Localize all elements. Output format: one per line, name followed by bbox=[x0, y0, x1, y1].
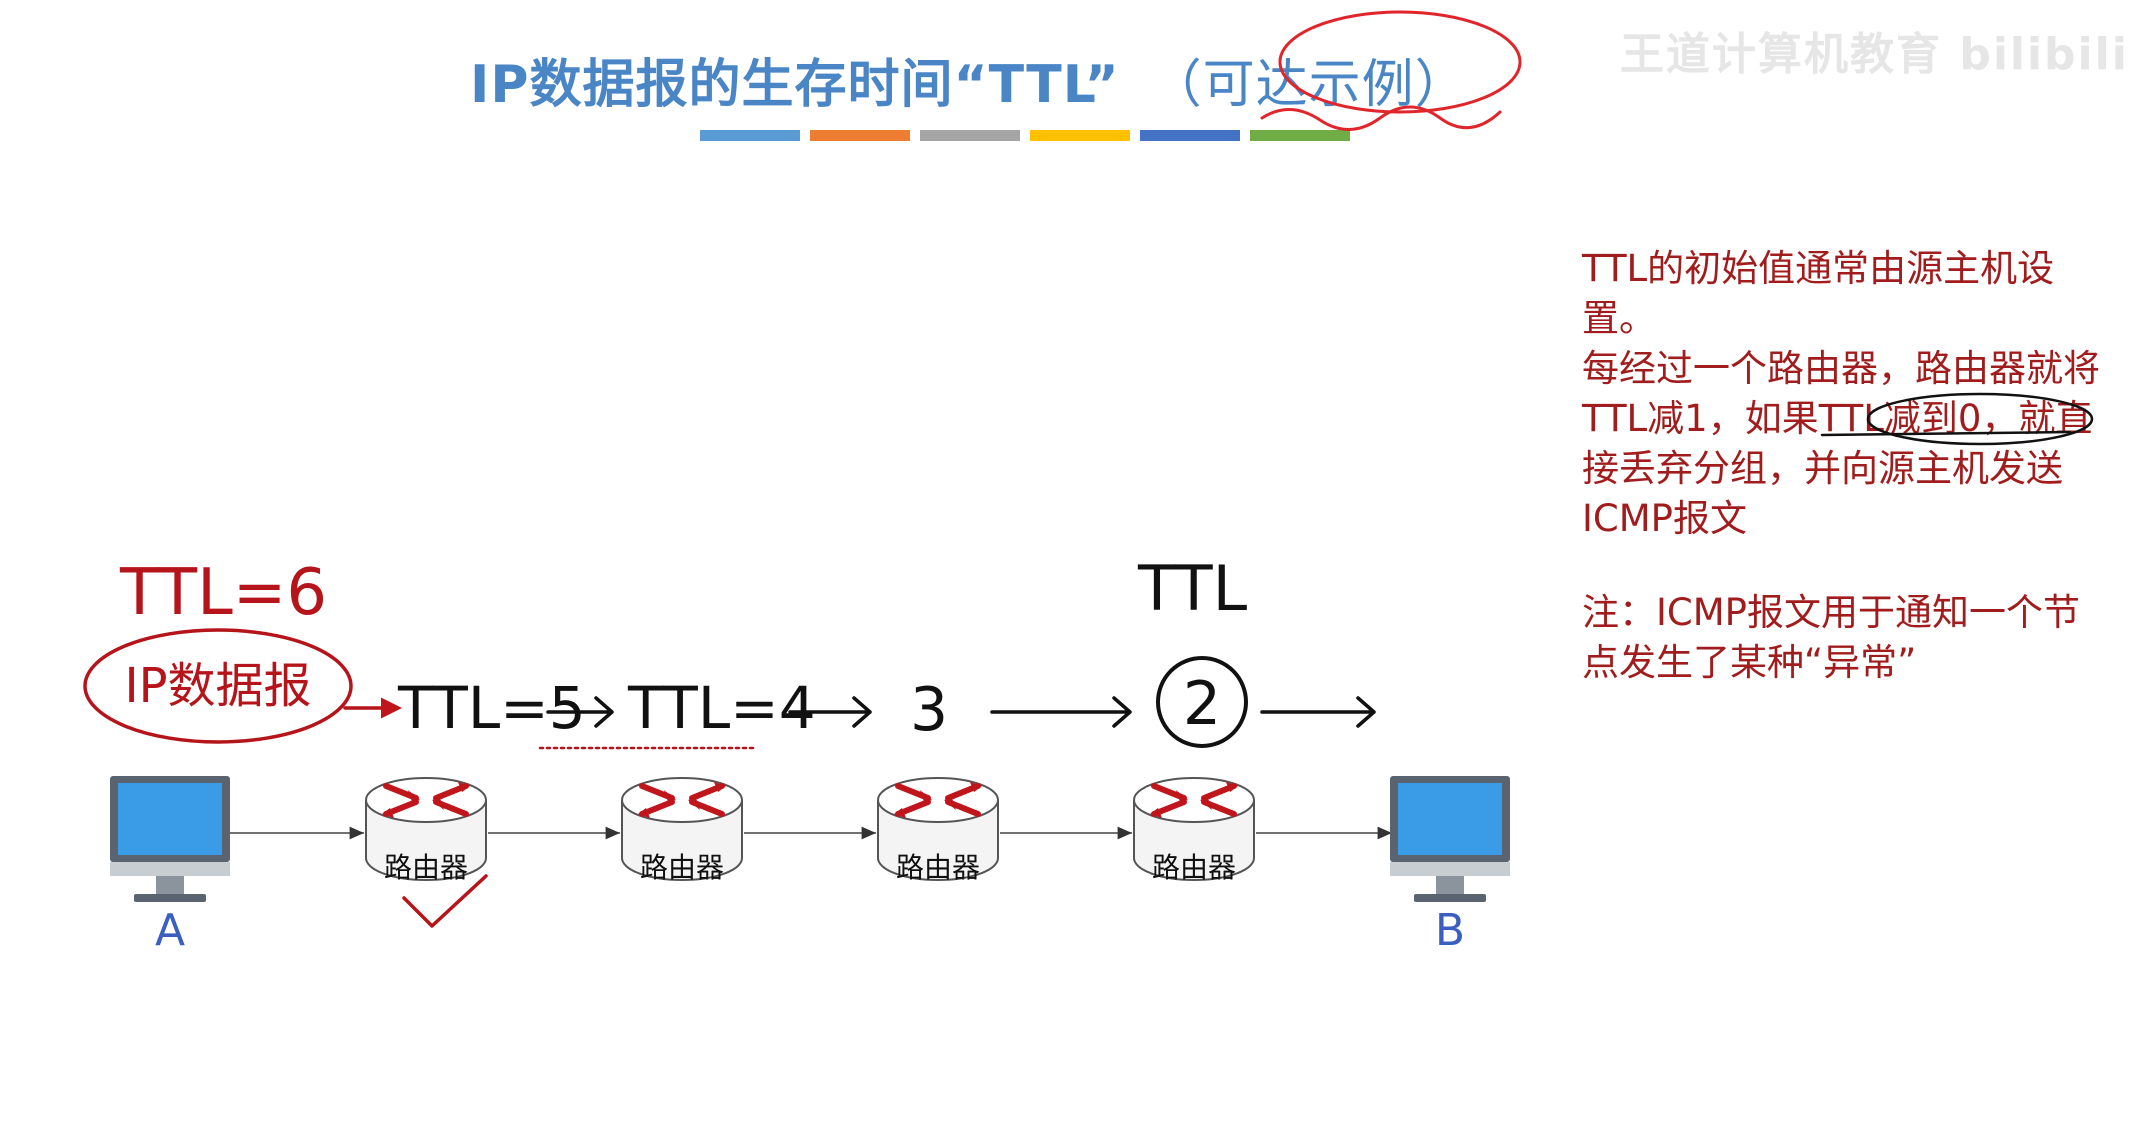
note-paragraph-3: 注：ICMP报文用于通知一个节点发生了某种“异常” bbox=[1582, 591, 2080, 684]
host-b-label: B bbox=[1435, 905, 1465, 956]
router-1: 路由器 bbox=[366, 778, 486, 884]
router-3: 路由器 bbox=[878, 778, 998, 884]
color-bar bbox=[810, 130, 910, 141]
arrow-icon bbox=[990, 696, 1132, 728]
note-icmp: 注：ICMP报文用于通知一个节点发生了某种“异常” bbox=[1582, 588, 2102, 688]
title-color-bars bbox=[700, 130, 1350, 141]
color-bar bbox=[1250, 130, 1350, 141]
arrow-icon bbox=[788, 696, 872, 728]
handwritten-annotations: TTL=6 IP数据报 TTL=5 TTL=4 3 TTL 2 bbox=[83, 10, 2094, 928]
watermark: 王道计算机教育 bilibili bbox=[1620, 29, 2129, 80]
ttl-after-router-3: 3 bbox=[910, 675, 948, 745]
note-paragraph-1: TTL的初始值通常由源主机设置。 bbox=[1582, 247, 2055, 340]
page-title: IP数据报的生存时间“TTL” （可达示例） bbox=[470, 42, 1468, 122]
ttl-initial-value: TTL=6 bbox=[119, 556, 327, 630]
color-bar bbox=[1030, 130, 1130, 141]
host-a: A bbox=[110, 776, 230, 956]
router-label: 路由器 bbox=[896, 851, 980, 884]
color-bar bbox=[1140, 130, 1240, 141]
ttl-after-router-2: TTL=4 bbox=[627, 674, 816, 742]
arrow-icon bbox=[1260, 696, 1376, 728]
color-bar bbox=[920, 130, 1020, 141]
router-4: 路由器 bbox=[1134, 778, 1254, 884]
router-label: 路由器 bbox=[640, 851, 724, 884]
title-subtitle: （可达示例） bbox=[1149, 55, 1468, 115]
computer-icon bbox=[110, 776, 230, 902]
note-circle bbox=[1866, 392, 2094, 446]
scribble-circle bbox=[1278, 10, 1522, 114]
ttl-after-router-4: 2 bbox=[1183, 669, 1221, 739]
color-bar bbox=[700, 130, 800, 141]
ttl-header: TTL bbox=[1137, 552, 1248, 625]
note-underline bbox=[1820, 430, 2072, 437]
router-label: 路由器 bbox=[1152, 851, 1236, 884]
computer-icon bbox=[1390, 776, 1510, 902]
packet-circle bbox=[83, 628, 353, 744]
arrow-icon bbox=[546, 696, 614, 728]
host-b: B bbox=[1390, 776, 1510, 956]
router-label: 路由器 bbox=[384, 851, 468, 884]
ttl-after-router-1: TTL=5 bbox=[397, 674, 586, 742]
host-a-label: A bbox=[155, 905, 185, 956]
highlight-circle bbox=[1156, 656, 1248, 748]
scribble-underline bbox=[1260, 105, 1502, 131]
title-main: IP数据报的生存时间“TTL” bbox=[470, 55, 1120, 115]
checkmark-icon bbox=[402, 874, 488, 928]
packet-label: IP数据报 bbox=[124, 658, 311, 714]
router-2: 路由器 bbox=[622, 778, 742, 884]
